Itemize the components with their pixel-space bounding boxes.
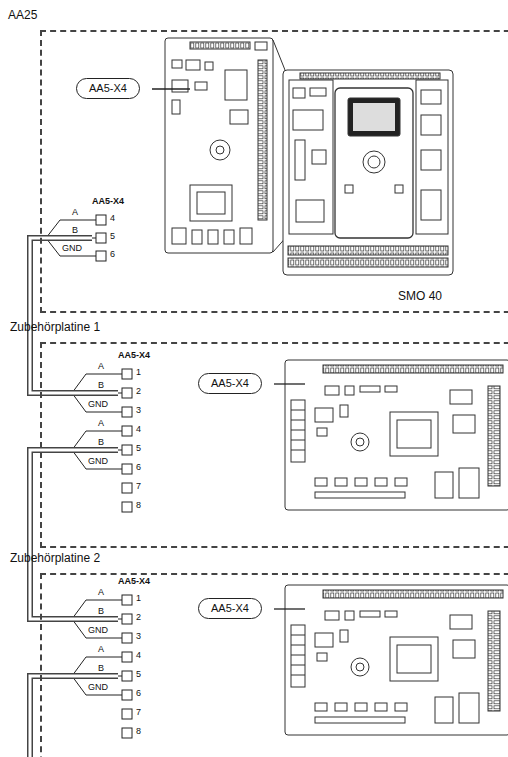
- signal-name: A: [98, 362, 104, 372]
- signal-name: GND: [62, 244, 82, 254]
- region-outline: AA25AA5-X4AA5-X4: [40, 30, 508, 313]
- device-name: SMO 40: [398, 290, 442, 303]
- region-heading: AA25: [8, 8, 37, 22]
- signal-name: B: [98, 438, 104, 448]
- bus-cable: [30, 450, 118, 619]
- pin-number: 8: [136, 727, 141, 737]
- pin-number: 2: [136, 387, 141, 397]
- pin-number: 5: [136, 444, 141, 454]
- terminal-name: AA5-X4: [92, 196, 132, 207]
- signal-name: GND: [88, 626, 108, 636]
- callout-oval: AA5-X4: [198, 598, 262, 619]
- callout-text: AA5-X4: [211, 602, 249, 614]
- region-heading: Zubehörplatine 2: [10, 551, 100, 565]
- callout-oval: AA5-X4: [76, 78, 140, 99]
- pin-number: 6: [110, 250, 115, 260]
- region-heading: Zubehörplatine 1: [10, 320, 100, 334]
- signal-name: A: [98, 645, 104, 655]
- pin-number: 4: [136, 425, 141, 435]
- signal-name: B: [98, 381, 104, 391]
- callout-oval: AA5-X4: [198, 373, 262, 394]
- signal-name: GND: [88, 683, 108, 693]
- signal-name: GND: [88, 457, 108, 467]
- bus-cable: [30, 238, 118, 393]
- pin-number: 6: [136, 689, 141, 699]
- signal-name: A: [98, 419, 104, 429]
- pin-number: 8: [136, 501, 141, 511]
- pin-number: 1: [136, 594, 141, 604]
- signal-name: A: [98, 588, 104, 598]
- callout-text: AA5-X4: [211, 377, 249, 389]
- callout-text: AA5-X4: [89, 82, 127, 94]
- pin-number: 4: [110, 214, 115, 224]
- pin-number: 4: [136, 651, 141, 661]
- terminal-name: AA5-X4: [118, 350, 158, 361]
- pin-number: 7: [136, 708, 141, 718]
- signal-name: B: [98, 607, 104, 617]
- terminal-name: AA5-X4: [118, 576, 158, 587]
- signal-name: B: [72, 226, 78, 236]
- pin-number: 3: [136, 632, 141, 642]
- pin-number: 1: [136, 368, 141, 378]
- pin-number: 6: [136, 463, 141, 473]
- region-outline: Zubehörplatine 2AA5-X4AA5-X4: [40, 573, 508, 757]
- pin-number: 3: [136, 406, 141, 416]
- pin-number: 5: [136, 670, 141, 680]
- signal-name: A: [72, 208, 78, 218]
- pin-number: 5: [110, 232, 115, 242]
- signal-name: GND: [88, 400, 108, 410]
- region-outline: Zubehörplatine 1AA5-X4AA5-X4: [40, 342, 508, 548]
- pin-number: 2: [136, 613, 141, 623]
- pin-number: 7: [136, 482, 141, 492]
- signal-name: B: [98, 664, 104, 674]
